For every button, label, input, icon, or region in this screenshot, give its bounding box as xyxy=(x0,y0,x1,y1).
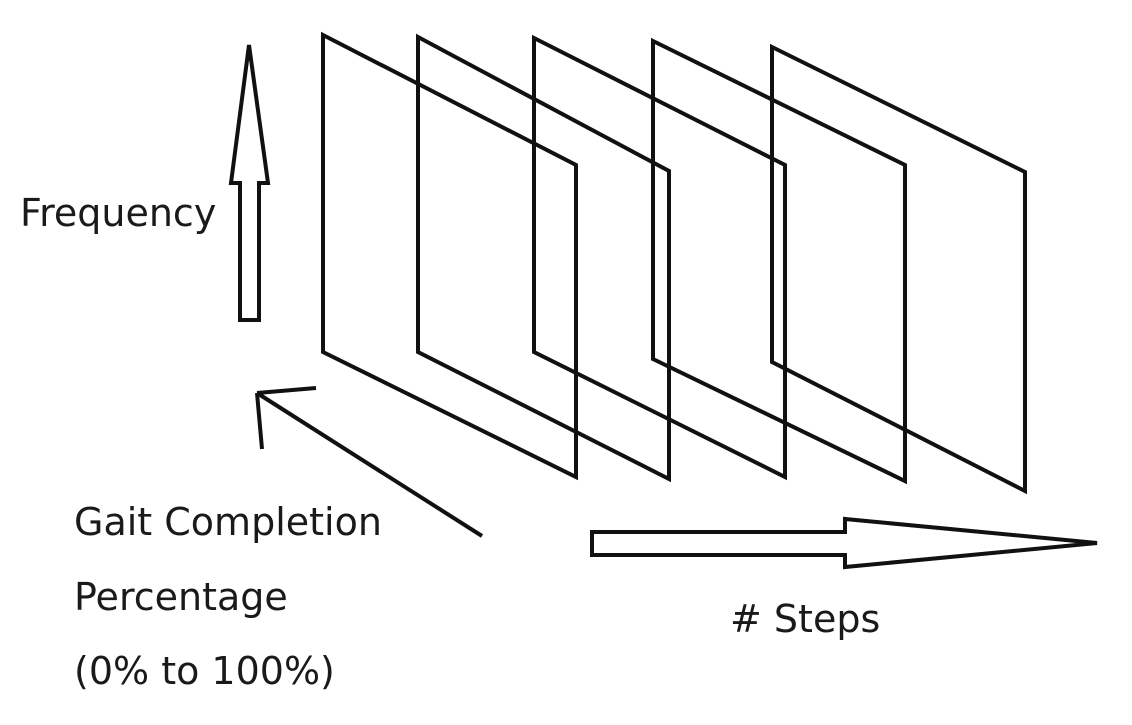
frequency-axis-arrow xyxy=(228,44,271,322)
frame-stack xyxy=(321,31,1027,495)
frame-4 xyxy=(651,37,907,485)
frame-2 xyxy=(416,33,671,483)
gait-completion-axis-arrow xyxy=(255,386,484,538)
gait-axis-label-line-3: (0% to 100%) xyxy=(74,649,335,693)
frame-5 xyxy=(770,43,1027,495)
frequency-axis-label: Frequency xyxy=(20,191,217,235)
frame-1 xyxy=(321,31,578,481)
steps-axis-arrow xyxy=(590,516,1098,570)
steps-axis-label: # Steps xyxy=(730,597,881,641)
frame-3 xyxy=(532,34,787,481)
gait-axis-label-line-1: Gait Completion xyxy=(74,500,382,544)
gait-axis-label-line-2: Percentage xyxy=(74,575,288,619)
